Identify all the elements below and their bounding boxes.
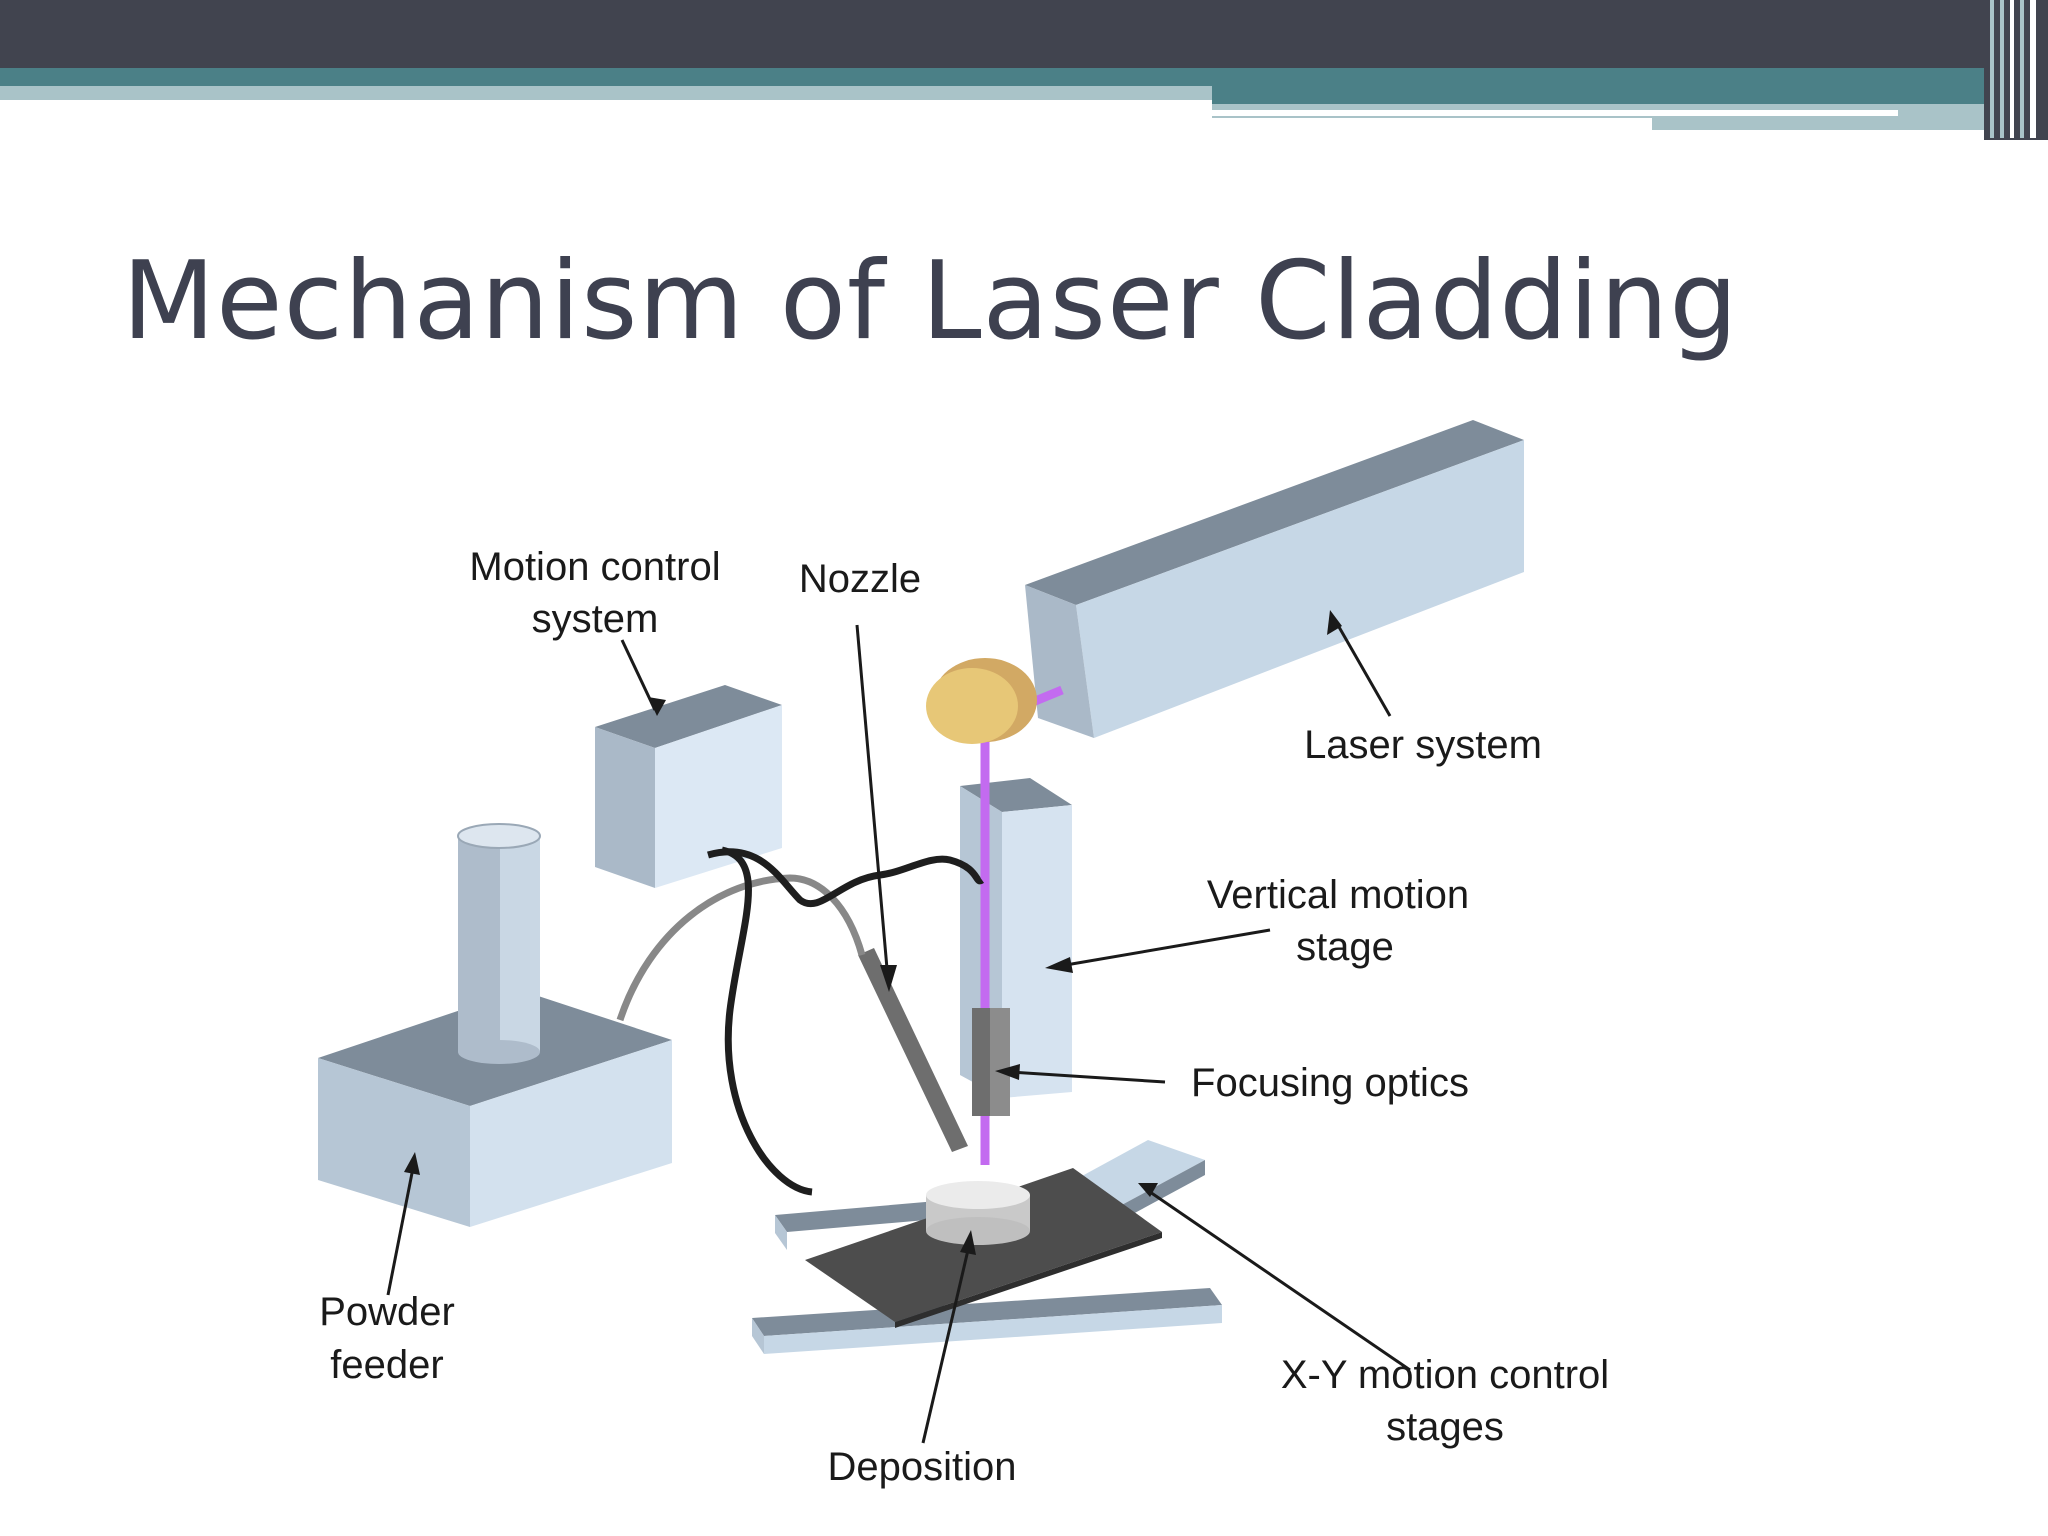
label-powder-feeder-line1: Powder <box>319 1290 455 1334</box>
label-nozzle: Nozzle <box>799 557 921 601</box>
cables <box>616 846 985 1196</box>
deposition-part <box>926 1181 1030 1245</box>
label-deposition: Deposition <box>827 1445 1016 1489</box>
powder-hopper-cylinder <box>457 823 541 1064</box>
xy-stages-arrow <box>1149 1190 1411 1372</box>
powder-feeder <box>318 823 672 1227</box>
label-arrows <box>386 610 1411 1444</box>
deposition-arrow <box>921 1249 970 1444</box>
powder-nozzle <box>858 948 968 1152</box>
focusing-optics-unit <box>972 1008 1010 1116</box>
label-xy-stages-line1: X-Y motion control <box>1281 1353 1609 1397</box>
label-motion-control-line2: system <box>532 597 659 641</box>
slide-title: Mechanism of Laser Cladding <box>122 239 1739 364</box>
label-laser-system: Laser system <box>1304 723 1542 767</box>
motion-control-system-block <box>595 685 782 888</box>
xy-motion-stages <box>752 1140 1222 1354</box>
laser-system-block <box>1025 420 1524 738</box>
label-vertical-motion-line1: Vertical motion <box>1207 873 1469 917</box>
laser-system-arrow <box>1333 619 1392 717</box>
vertical-motion-arrow <box>1059 928 1271 968</box>
label-vertical-motion-line2: stage <box>1296 925 1394 969</box>
laser-mirror <box>926 658 1037 744</box>
label-powder-feeder-line2: feeder <box>330 1343 443 1387</box>
powder-feeder-arrow <box>386 1167 415 1296</box>
label-xy-stages-line2: stages <box>1386 1405 1504 1449</box>
label-motion-control-line1: Motion control <box>469 545 720 589</box>
header-banner <box>0 0 2048 140</box>
banner-edge-stripes <box>1984 0 2048 140</box>
diagram-labels: Motion control system Nozzle Laser syste… <box>319 545 1609 1489</box>
focusing-optics-arrow <box>1009 1070 1166 1084</box>
label-focusing-optics: Focusing optics <box>1191 1061 1469 1105</box>
nozzle-arrow <box>855 624 890 981</box>
